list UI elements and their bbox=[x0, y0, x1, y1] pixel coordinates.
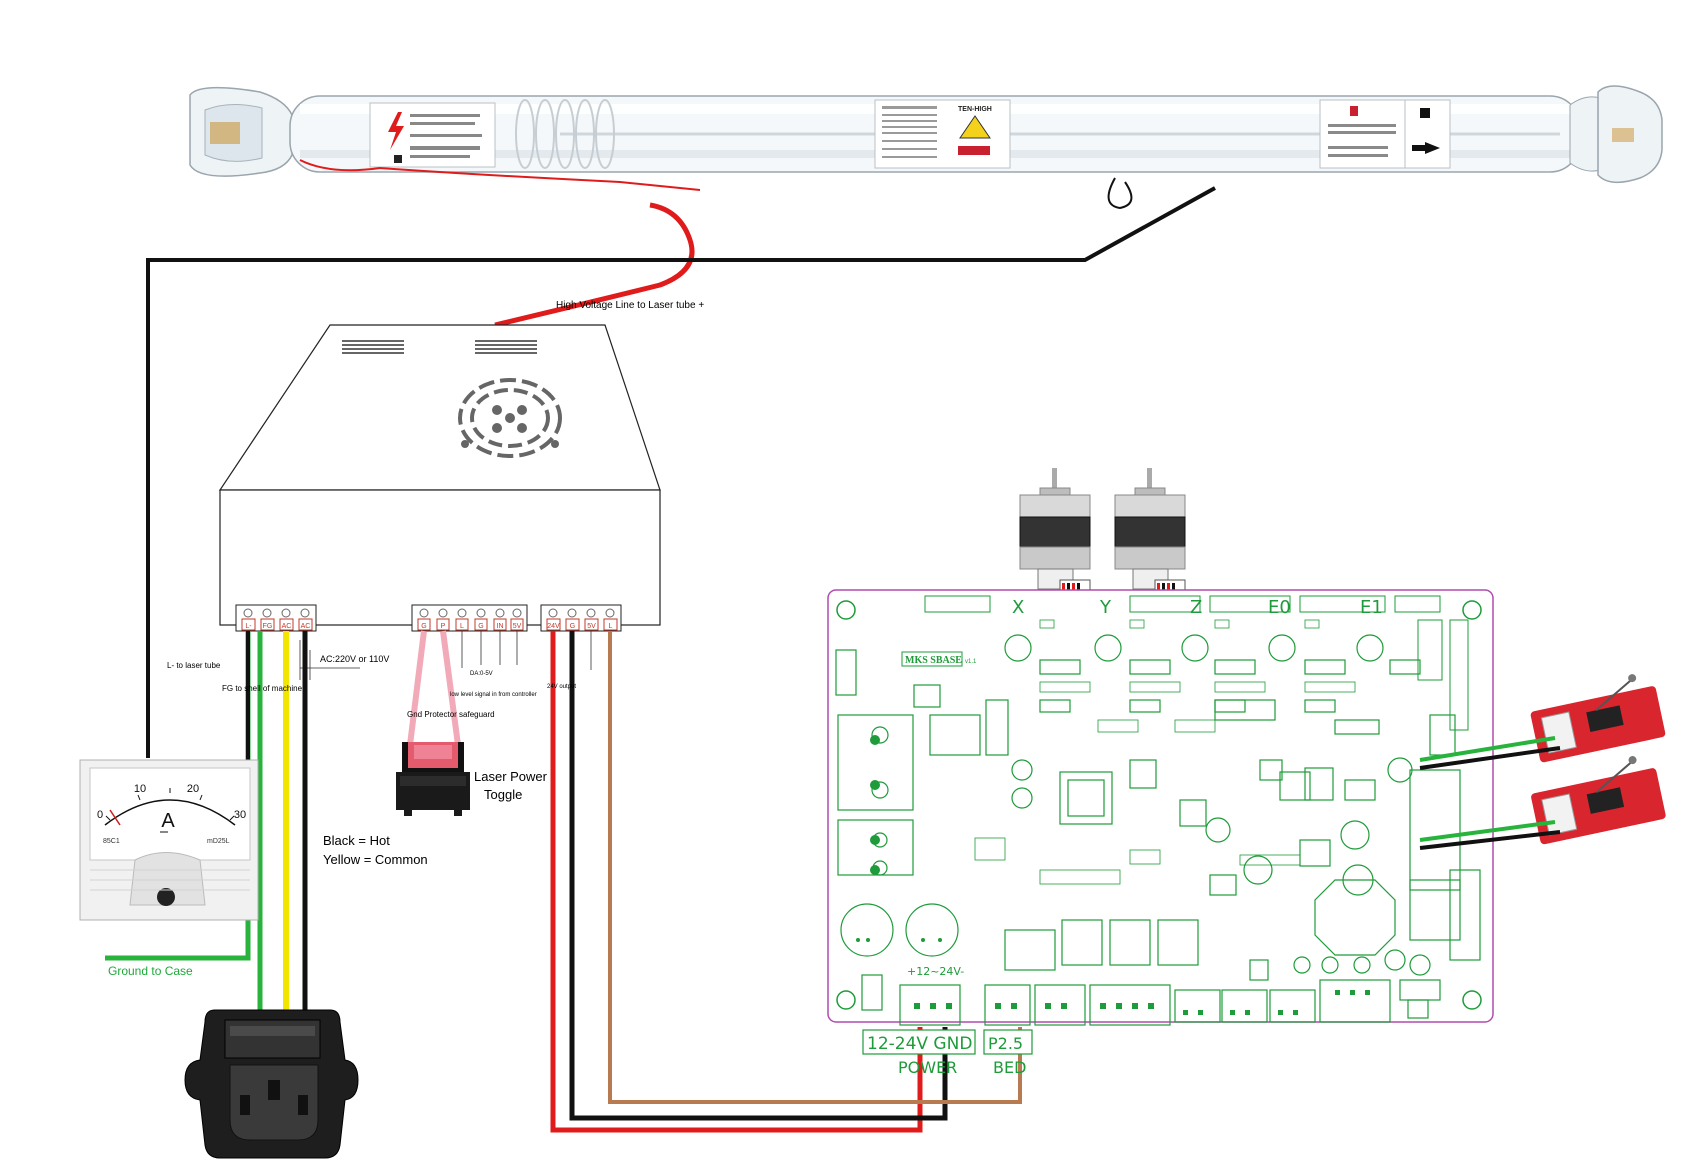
board-version: v1.1 bbox=[965, 659, 977, 665]
ammeter-scale-1: 10 bbox=[134, 783, 146, 795]
fan-grille-icon bbox=[458, 378, 562, 458]
term-right-1: G bbox=[570, 623, 575, 630]
laser-tube: TEN-HIGH bbox=[189, 85, 1663, 210]
term-right-3: L bbox=[609, 623, 613, 630]
laser-toggle-switch bbox=[396, 742, 470, 816]
psu-terminal-block-left bbox=[235, 604, 317, 632]
ac-power-inlet bbox=[184, 1009, 359, 1159]
mks-sbase-board: X Y Z E0 E1 MKS SBASE v1.1 bbox=[827, 589, 1494, 1077]
term-mid-2: L bbox=[460, 623, 464, 630]
output-24v-note: 24V output bbox=[547, 684, 576, 690]
red-24v-wire bbox=[550, 631, 923, 1133]
term-right-2: 5V bbox=[587, 623, 596, 630]
endstop-switch-1 bbox=[1530, 674, 1666, 763]
axis-label-e0: E0 bbox=[1268, 597, 1291, 618]
ammeter-model: 85C1 bbox=[103, 838, 120, 845]
ammeter-letter: A bbox=[161, 810, 175, 832]
fg-shell-label: FG to shell of machine bbox=[222, 684, 303, 693]
l-minus-label: L- to laser tube bbox=[167, 661, 221, 670]
term-left-3: AC bbox=[301, 623, 311, 630]
board-bed-sub: BED bbox=[993, 1058, 1026, 1077]
low-level-note: low level signal in from controller bbox=[450, 692, 537, 698]
stepper-motor-y bbox=[1114, 468, 1186, 593]
term-mid-3: G bbox=[478, 623, 483, 630]
ac-input-label: AC:220V or 110V bbox=[320, 654, 389, 664]
board-bed-label: P2.5 bbox=[988, 1034, 1023, 1053]
term-right-0: 24V bbox=[547, 623, 560, 630]
ammeter: 0 10 20 30 A 85C1 mD25L bbox=[79, 759, 259, 921]
laser-minus-black-wire bbox=[146, 186, 1216, 758]
tube-brand: TEN-HIGH bbox=[958, 106, 992, 113]
axis-label-x: X bbox=[1012, 597, 1024, 618]
ammeter-range: mD25L bbox=[207, 838, 230, 845]
pink-toggle-wire bbox=[407, 630, 461, 746]
gnd-safeguard-label: Gnd Protector safeguard bbox=[407, 710, 495, 719]
board-v-label: +12~24V- bbox=[907, 965, 964, 978]
axis-label-z: Z bbox=[1190, 597, 1202, 618]
brown-l-wire bbox=[608, 631, 1022, 1104]
laser-toggle-label-1: Laser Power bbox=[474, 769, 548, 784]
board-title: MKS SBASE bbox=[905, 655, 962, 666]
hv-line-label: High Voltage Line to Laser tube + bbox=[556, 300, 704, 311]
stepper-motor-x bbox=[1019, 468, 1091, 593]
endstop-switch-2 bbox=[1531, 756, 1666, 845]
laser-power-supply: L- FG AC AC G P L G IN 5V 24V G 5V L bbox=[218, 324, 661, 680]
laser-toggle-label-2: Toggle bbox=[484, 787, 522, 802]
term-mid-0: G bbox=[421, 623, 426, 630]
ammeter-scale-2: 20 bbox=[187, 783, 199, 795]
board-power-sub: POWER bbox=[898, 1058, 957, 1077]
term-mid-1: P bbox=[441, 623, 446, 630]
axis-label-e1: E1 bbox=[1360, 597, 1383, 618]
psu-terminal-block-right bbox=[540, 604, 622, 632]
term-mid-5: 5V bbox=[513, 623, 522, 630]
term-left-2: AC bbox=[282, 623, 292, 630]
black-gnd-wire bbox=[569, 631, 948, 1121]
term-left-0: L- bbox=[245, 623, 252, 630]
axis-label-y: Y bbox=[1099, 597, 1112, 618]
hv-red-wire bbox=[494, 202, 695, 328]
ground-case-label: Ground to Case bbox=[108, 964, 193, 978]
board-power-label: 12-24V GND bbox=[867, 1034, 972, 1054]
term-left-1: FG bbox=[263, 623, 273, 630]
ammeter-scale-3: 30 bbox=[234, 809, 246, 821]
yellow-common-label: Yellow = Common bbox=[323, 852, 428, 867]
da-note: DA:0-5V bbox=[470, 671, 493, 677]
psu-terminal-block-mid bbox=[411, 604, 528, 632]
black-hot-label: Black = Hot bbox=[323, 833, 390, 848]
ammeter-scale-0: 0 bbox=[97, 809, 103, 821]
term-mid-4: IN bbox=[497, 623, 504, 630]
endstop-wires bbox=[1419, 736, 1561, 850]
